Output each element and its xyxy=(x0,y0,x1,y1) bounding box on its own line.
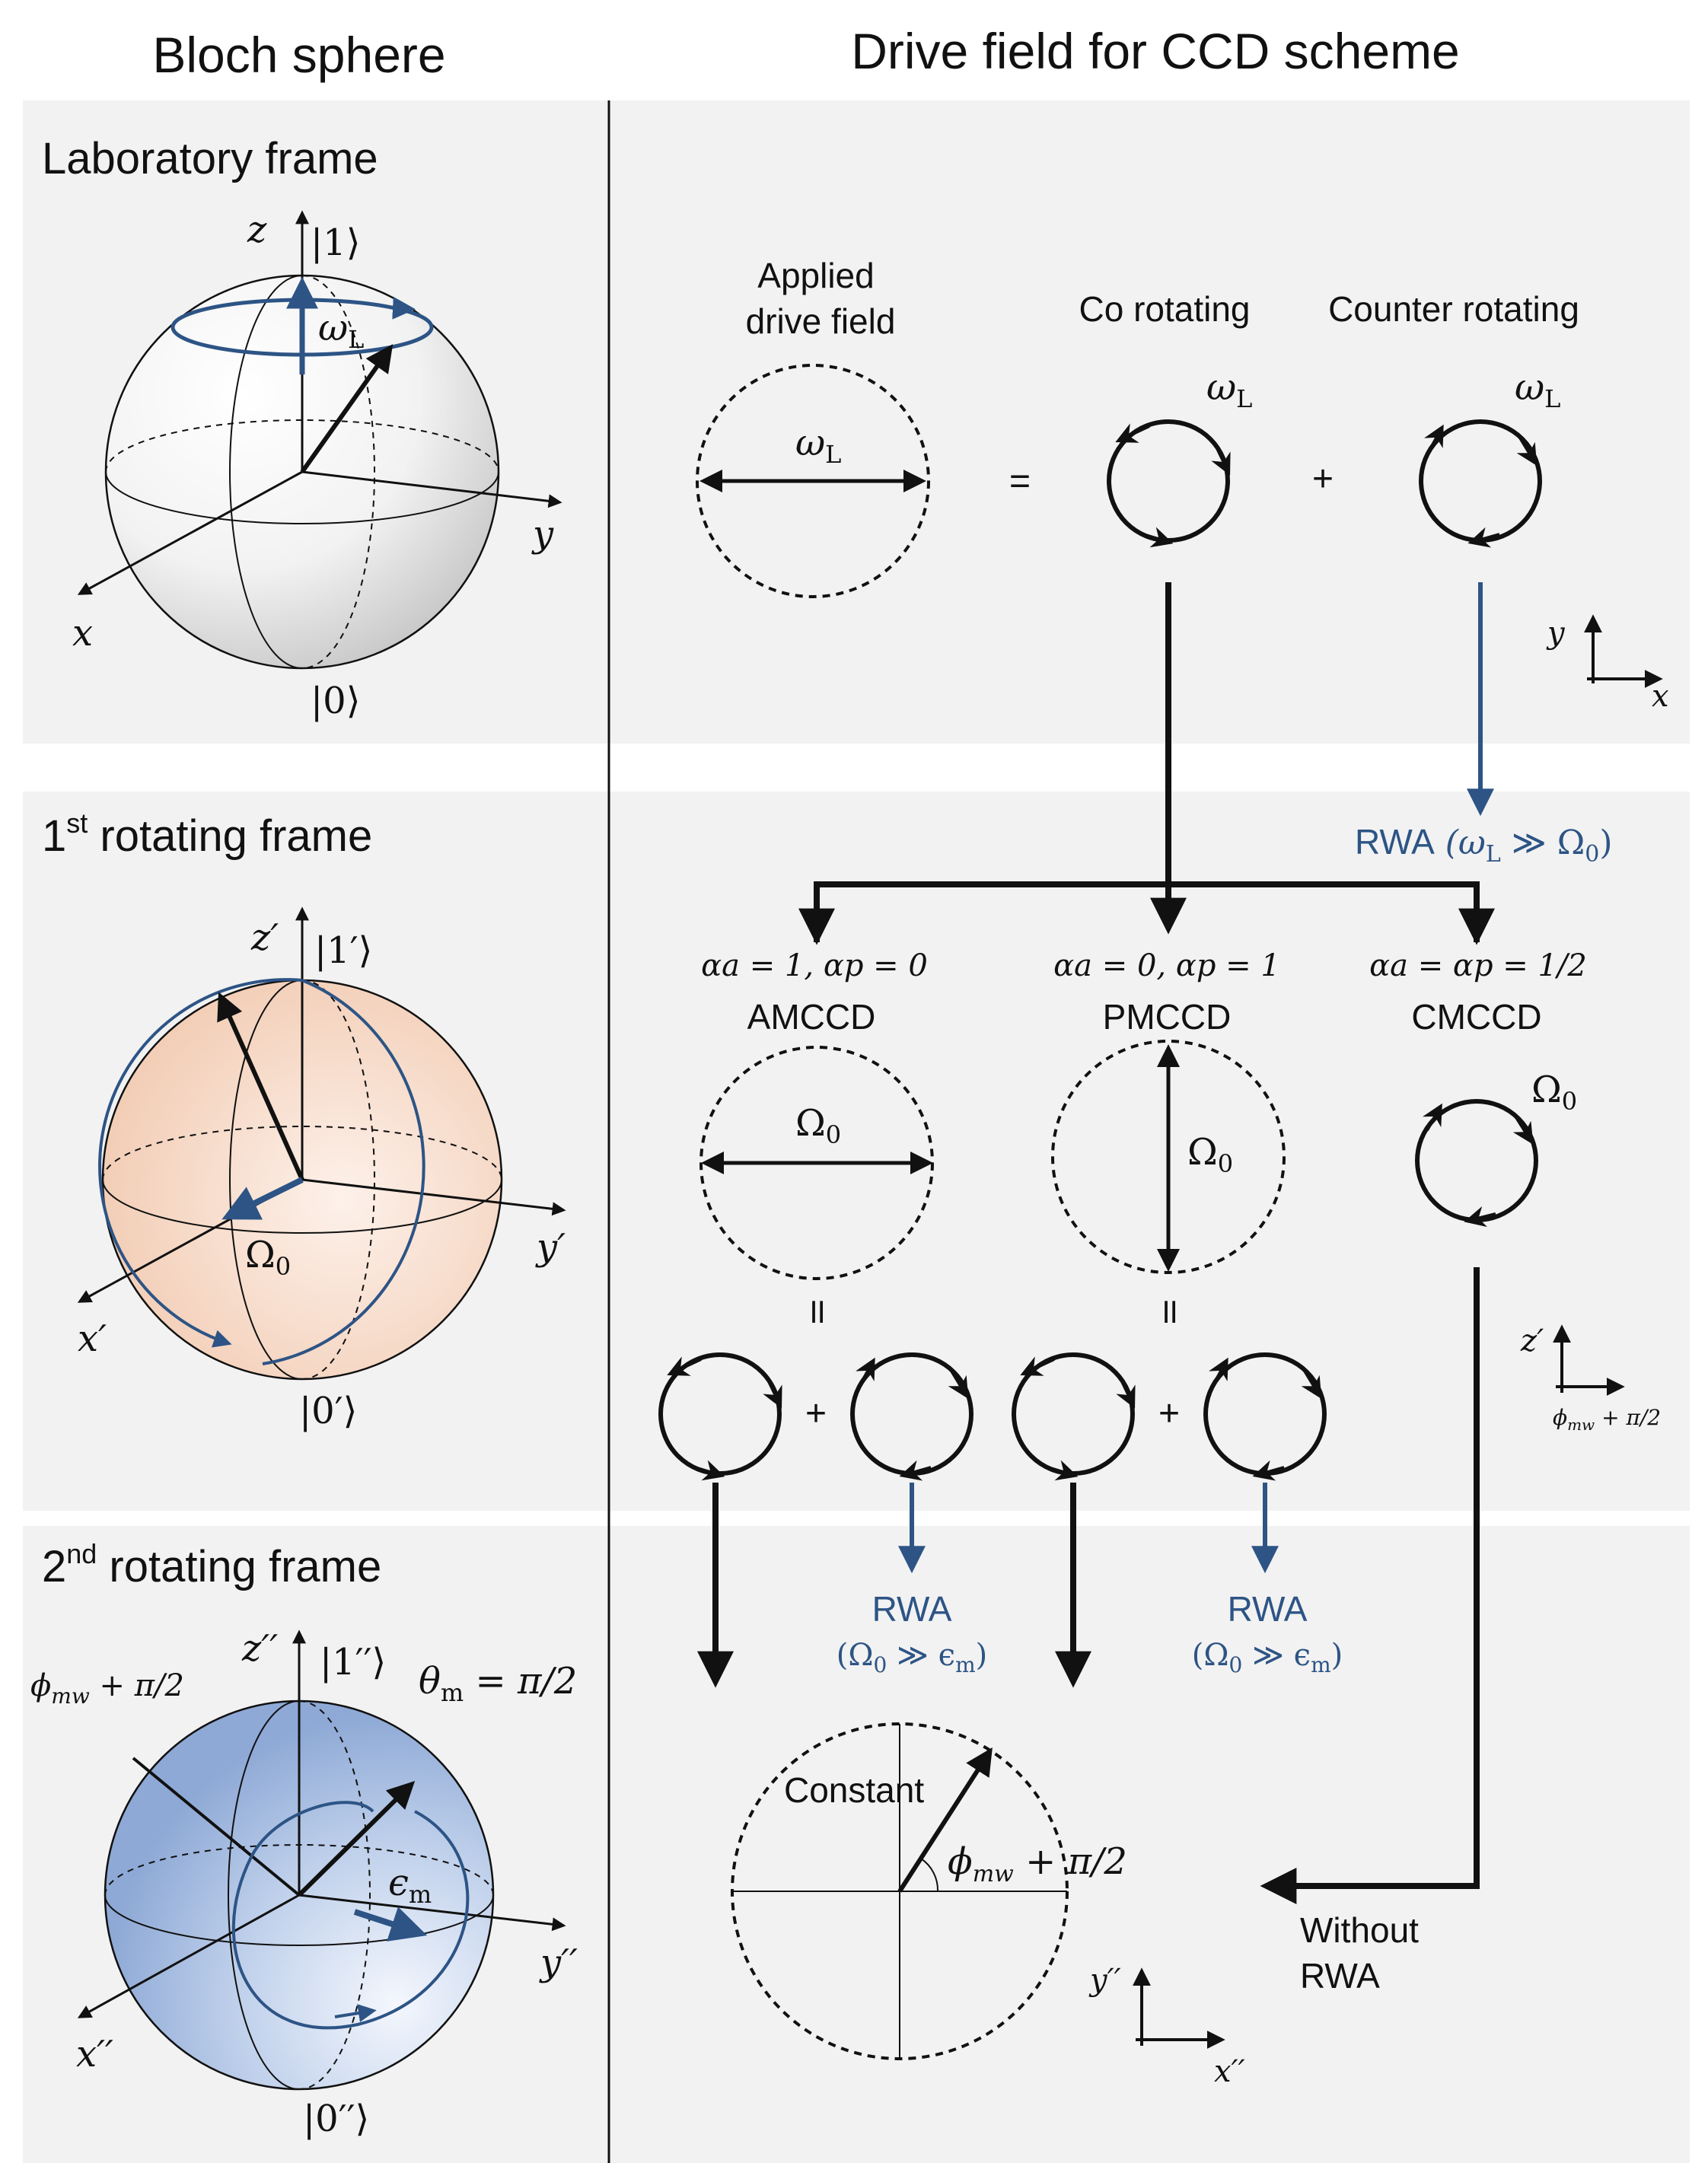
first-axes-indicator: z′ ϕmw + π/2 xyxy=(1520,1324,1661,1434)
pmccd-counter-circle xyxy=(1203,1352,1327,1481)
superscript: nd xyxy=(66,1538,97,1569)
pmccd-omega0: Ω0 xyxy=(1187,1131,1233,1178)
amccd-co-circle xyxy=(658,1352,782,1481)
rwa-omega-l-label: RWA (ωL ≫ Ω0) xyxy=(1355,822,1613,868)
phase-axis-label: ϕmw + π/2 xyxy=(30,1668,184,1709)
pmccd-co-circle xyxy=(1012,1352,1136,1481)
second-axis-y: y′′ xyxy=(1088,1963,1121,1998)
axis-label-z: z xyxy=(247,209,267,251)
constant-field: Constant ϕmw + π/2 xyxy=(731,1722,1127,2060)
applied-label-1: Applied xyxy=(757,256,874,295)
heading-bloch-sphere: Bloch sphere xyxy=(152,27,445,83)
amccd-params: αa = 1, αp = 0 xyxy=(701,948,928,983)
counter-omega-l: ωL xyxy=(1515,366,1560,413)
pmccd-equals: ॥ xyxy=(1158,1291,1179,1330)
pmccd-field: Ω0 xyxy=(1051,1040,1286,1274)
lab-axis-y: y xyxy=(1546,616,1566,651)
cmccd-field: Ω0 xyxy=(1415,1069,1577,1228)
epsilon-m-label: ϵm xyxy=(388,1862,432,1909)
amccd-field: Ω0 xyxy=(699,1046,934,1280)
constant-label: Constant xyxy=(784,1770,924,1810)
without-rwa-label-2: RWA xyxy=(1300,1956,1380,1996)
omega-zero-label: Ω0 xyxy=(245,1234,291,1281)
counter-rotating-label: Counter rotating xyxy=(1328,289,1579,329)
pmccd-plus: + xyxy=(1158,1394,1180,1434)
co-rotating-label: Co rotating xyxy=(1079,289,1250,329)
axis-label-x-prime: x′ xyxy=(78,1317,107,1360)
without-rwa-label-1: Without xyxy=(1300,1910,1419,1950)
axis-label-y-prime: y′ xyxy=(535,1226,566,1269)
co-omega-l: ωL xyxy=(1206,366,1252,413)
rwa-label-pmccd: RWA xyxy=(1228,1589,1308,1629)
amccd-omega0: Ω0 xyxy=(795,1102,841,1149)
rwa-cond-amccd: (Ω0 ≫ ϵm) xyxy=(836,1638,988,1677)
first-axis-z: z′ xyxy=(1520,1324,1544,1359)
axis-label-z-dprime: z′′ xyxy=(241,1627,278,1670)
ket-zero-dprime: |0′′⟩ xyxy=(303,2098,369,2140)
bloch-sphere-second: z′′ y′′ x′′ |1′′⟩ |0′′⟩ ϕmw + π/2 θm = π… xyxy=(30,1627,578,2140)
heading-drive-field: Drive field for CCD scheme xyxy=(851,23,1460,79)
amccd-counter-circle xyxy=(850,1352,973,1481)
amccd-plus: + xyxy=(805,1394,827,1434)
cmccd-params: αa = αp = 1/2 xyxy=(1369,948,1587,983)
ket-one-prime: |1′⟩ xyxy=(314,929,372,972)
cmccd-omega0: Ω0 xyxy=(1531,1069,1577,1116)
ket-zero-prime: |0′⟩ xyxy=(299,1390,357,1432)
first-axis-phase: ϕmw + π/2 xyxy=(1553,1405,1661,1434)
rwa-cond-pmccd: (Ω0 ≫ ϵm) xyxy=(1192,1638,1343,1677)
equals-sign: = xyxy=(1009,461,1031,502)
lab-axis-x: x xyxy=(1652,679,1669,714)
ket-zero: |0⟩ xyxy=(311,680,360,722)
pmccd-label: PMCCD xyxy=(1103,997,1232,1037)
panel-title-lab: Laboratory frame xyxy=(42,134,378,183)
pmccd-params: αa = 0, αp = 1 xyxy=(1053,948,1280,983)
cmccd-label: CMCCD xyxy=(1411,997,1541,1037)
co-rotating-circle xyxy=(1107,419,1231,548)
second-axes-indicator: y′′ x′′ xyxy=(1088,1963,1245,2089)
axis-label-x-dprime: x′′ xyxy=(76,2033,113,2075)
axis-label-x: x xyxy=(72,612,93,655)
panel-title-first: 1st rotating frame xyxy=(42,808,372,861)
constant-phase-label: ϕmw + π/2 xyxy=(948,1840,1127,1887)
axis-label-z-prime: z′ xyxy=(250,916,279,959)
without-rwa-path xyxy=(1279,1267,1480,1889)
applied-drive-field: Applied drive field ωL xyxy=(696,256,930,598)
applied-omega-l: ωL xyxy=(795,422,841,469)
omega-l-label: ωL xyxy=(318,307,364,354)
rwa-label-amccd: RWA xyxy=(872,1589,952,1629)
lab-axes-indicator: y x xyxy=(1546,614,1669,714)
bloch-sphere-lab: z y x |1⟩ |0⟩ ωL xyxy=(72,209,562,722)
amccd-equals: ॥ xyxy=(805,1291,827,1330)
amccd-label: AMCCD xyxy=(747,997,876,1037)
applied-label-2: drive field xyxy=(746,301,896,341)
panel-title-second: 2nd rotating frame xyxy=(42,1538,381,1591)
plus-sign-top: + xyxy=(1312,459,1334,499)
counter-rotating-circle xyxy=(1419,419,1542,548)
theta-m-label: θm = π/2 xyxy=(419,1660,577,1707)
axis-label-y: y xyxy=(531,513,554,556)
ket-one: |1⟩ xyxy=(311,221,360,264)
axis-label-y-dprime: y′′ xyxy=(539,1942,578,1984)
ket-one-dprime: |1′′⟩ xyxy=(320,1641,386,1684)
second-axis-x: x′′ xyxy=(1214,2054,1245,2089)
superscript: st xyxy=(66,808,88,839)
bloch-sphere-first: z′ y′ x′ |1′⟩ |0′⟩ Ω0 xyxy=(77,906,566,1432)
